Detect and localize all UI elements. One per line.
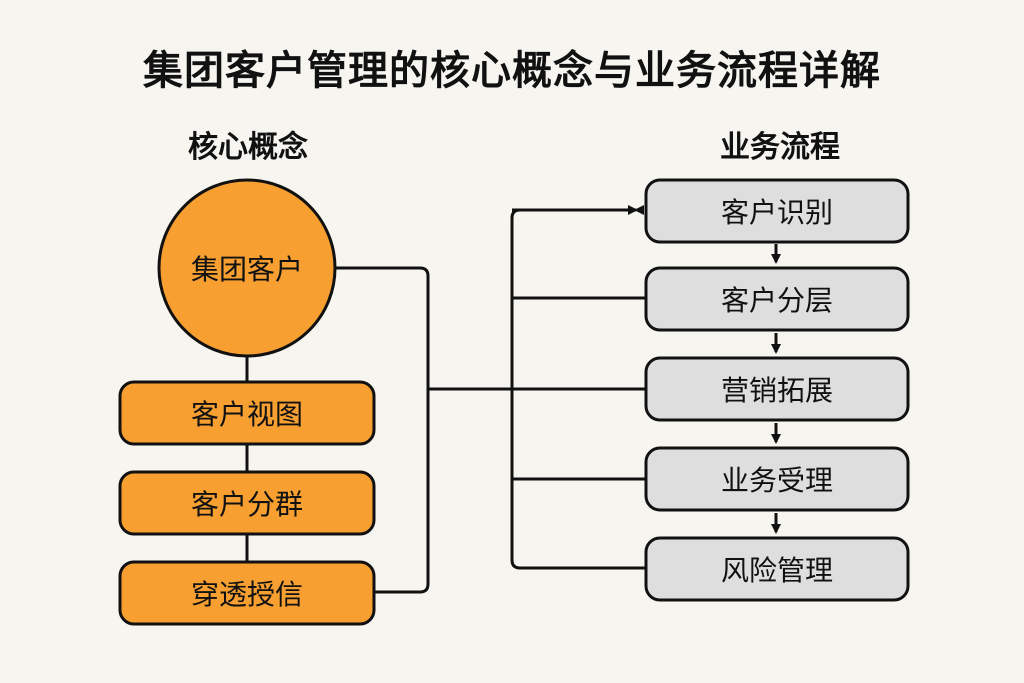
concept-box-1 — [118, 380, 376, 446]
process-step-box-5 — [644, 536, 910, 602]
concept-box-2 — [118, 470, 376, 536]
process-step-box-2 — [644, 266, 910, 332]
process-step-box-1 — [644, 178, 910, 244]
process-step-box-3 — [644, 356, 910, 422]
concept-box-3 — [118, 560, 376, 626]
root-to-bracket-connector — [335, 266, 430, 594]
business-process-heading: 业务流程 — [720, 130, 840, 165]
core-concepts-heading: 核心概念 — [188, 130, 308, 165]
root-concept-circle — [157, 178, 337, 358]
page-title: 集团客户管理的核心概念与业务流程详解 — [143, 48, 881, 94]
process-step-box-4 — [644, 446, 910, 512]
